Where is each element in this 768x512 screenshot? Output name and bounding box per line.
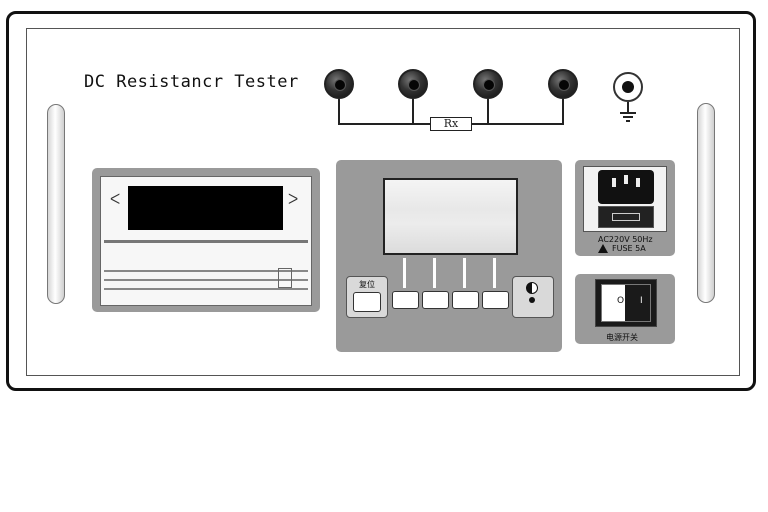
power-switch[interactable] <box>601 284 651 322</box>
wire-lead-3 <box>487 99 489 125</box>
front-panel <box>26 28 740 376</box>
softkey-indicator-4 <box>493 258 496 288</box>
contrast-icon <box>526 282 538 294</box>
ground-symbol-bar-2 <box>623 116 633 118</box>
scale-line-3 <box>104 288 308 290</box>
rx-resistor-label: Rx <box>430 117 472 131</box>
wire-lead-2 <box>412 99 414 125</box>
reset-button[interactable] <box>353 292 381 312</box>
softkey-button-1[interactable] <box>392 291 419 309</box>
device-title: DC Resistancr Tester <box>84 72 299 92</box>
terminal-3[interactable] <box>473 69 503 99</box>
right-handle[interactable] <box>697 103 715 303</box>
scale-marker <box>278 268 292 288</box>
switch-on-symbol: I <box>640 296 643 306</box>
left-marker-icon: ᐸ <box>110 192 121 208</box>
reset-label: 复位 <box>359 280 375 289</box>
ground-symbol-bar-3 <box>626 120 630 122</box>
softkey-indicator-1 <box>403 258 406 288</box>
fuse-holder[interactable] <box>598 206 654 228</box>
fuse-rating-label: FUSE 5A <box>612 244 646 253</box>
switch-off-symbol: O <box>617 296 625 306</box>
terminal-1[interactable] <box>324 69 354 99</box>
socket-pin-center <box>624 175 628 184</box>
scale-line-2 <box>104 279 308 281</box>
terminal-2[interactable] <box>398 69 428 99</box>
digital-readout-screen <box>128 186 283 230</box>
lcd-screen <box>383 178 518 255</box>
softkey-button-2[interactable] <box>422 291 449 309</box>
scale-line-1 <box>104 270 308 272</box>
socket-pin-left <box>612 178 616 187</box>
left-handle[interactable] <box>47 104 65 304</box>
contrast-indicator-dot <box>529 297 535 303</box>
ground-symbol-bar-1 <box>620 112 636 114</box>
wire-lead-1 <box>338 99 340 125</box>
display-divider <box>104 240 308 243</box>
socket-pin-right <box>636 178 640 187</box>
softkey-indicator-3 <box>463 258 466 288</box>
power-switch-label: 电源开关 <box>606 333 638 342</box>
softkey-button-3[interactable] <box>452 291 479 309</box>
wire-lead-4 <box>562 99 564 125</box>
fuse-icon <box>612 213 640 221</box>
warning-icon <box>598 244 608 253</box>
power-rating-label: AC220V 50Hz <box>598 235 653 244</box>
softkey-indicator-2 <box>433 258 436 288</box>
terminal-4[interactable] <box>548 69 578 99</box>
ground-terminal[interactable] <box>613 72 643 102</box>
right-marker-icon: ᐳ <box>288 192 299 208</box>
softkey-button-4[interactable] <box>482 291 509 309</box>
ground-symbol-stem <box>627 102 629 112</box>
